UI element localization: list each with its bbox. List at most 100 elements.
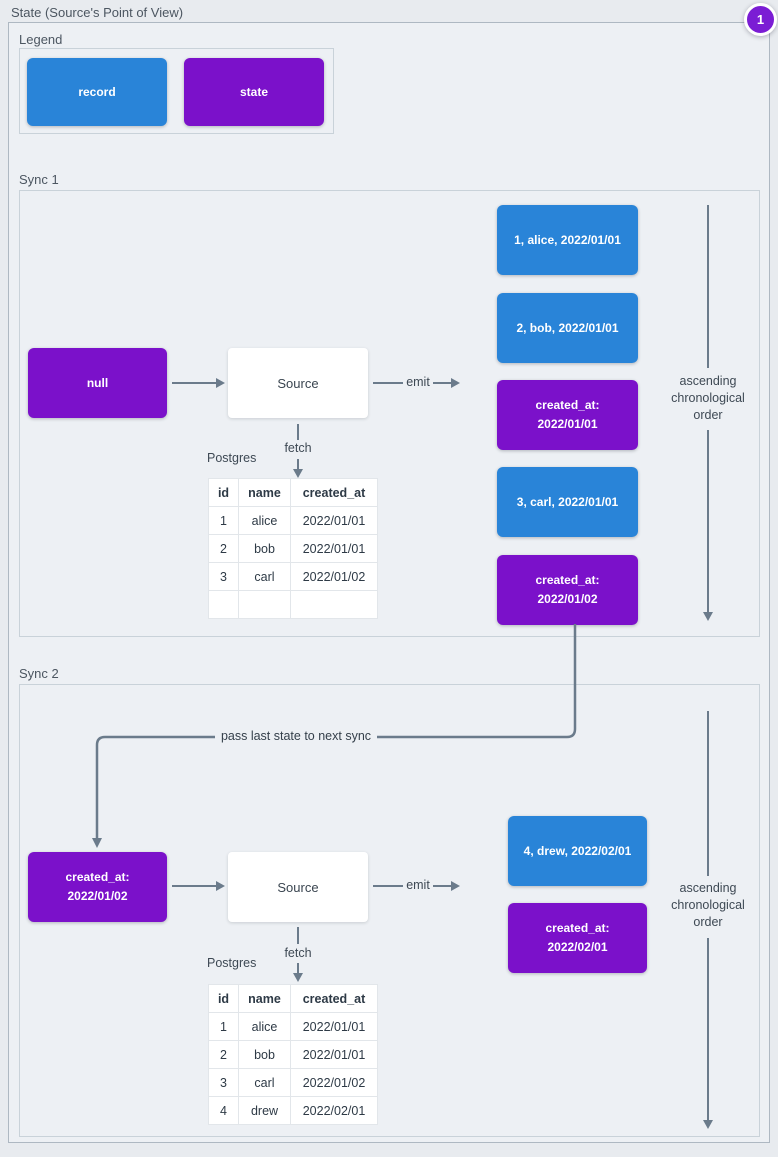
- sync1-order-note: ascending chronological order: [656, 373, 760, 424]
- order-note-line1: ascending: [679, 881, 737, 895]
- cell-id: 2: [208, 534, 239, 563]
- cell-id: 1: [208, 506, 239, 535]
- cell-name: carl: [238, 562, 291, 591]
- col-header-created-at: created_at: [290, 478, 378, 507]
- cell-created-at: 2022/01/01: [290, 506, 378, 535]
- order-note-line2: chronological: [671, 898, 745, 912]
- sync2-order-line-top: [707, 711, 709, 876]
- order-note-line2: chronological: [671, 391, 745, 405]
- cell-name: drew: [238, 1096, 291, 1125]
- sync1-order-line-bottom: [707, 430, 709, 612]
- legend-record-text: record: [78, 84, 116, 99]
- sync1-input-state-box: null: [28, 348, 167, 418]
- step-badge: 1: [744, 3, 777, 36]
- cell-created-at: 2022/02/01: [290, 1096, 378, 1125]
- state-text-line2: 2022/02/01: [547, 940, 608, 954]
- sync1-source-box: Source: [228, 348, 368, 418]
- table-row: 2 bob 2022/01/01: [208, 1040, 378, 1069]
- sync2-db-label: Postgres: [207, 956, 257, 970]
- state-text-line2: 2022/01/01: [537, 417, 598, 431]
- sync2-fetch-arrowhead-icon: [293, 973, 303, 982]
- table-row: 1 alice 2022/01/01: [208, 1012, 378, 1041]
- table-row: 1 alice 2022/01/01: [208, 506, 378, 535]
- cell-name: bob: [238, 534, 291, 563]
- sync1-emitted-record-1: 1, alice, 2022/01/01: [497, 205, 638, 275]
- state-text-line1: created_at:: [65, 870, 130, 884]
- state-text-line1: created_at:: [545, 921, 610, 935]
- table-row: 3 carl 2022/01/02: [208, 562, 378, 591]
- sync2-order-arrowhead-icon: [703, 1120, 713, 1129]
- sync1-emit-line-right: [433, 382, 451, 384]
- sync2-emitted-state-1: created_at: 2022/02/01: [508, 903, 647, 973]
- sync1-fetch-line-top: [297, 424, 299, 440]
- order-note-line3: order: [693, 915, 723, 929]
- record-text: 1, alice, 2022/01/01: [514, 232, 621, 247]
- cell-id: 2: [208, 1040, 239, 1069]
- state-text-line1: created_at:: [535, 573, 600, 587]
- cell-created-at: 2022/01/01: [290, 1040, 378, 1069]
- col-header-created-at: created_at: [290, 984, 378, 1013]
- cell-id: 1: [208, 1012, 239, 1041]
- record-text: 4, drew, 2022/02/01: [523, 843, 632, 858]
- table-row: 3 carl 2022/01/02: [208, 1068, 378, 1097]
- col-header-name: name: [238, 984, 291, 1013]
- cell-id: [208, 590, 239, 619]
- table-row-empty: [208, 590, 378, 619]
- sync1-fetch-label: fetch: [284, 441, 312, 455]
- cell-created-at: [290, 590, 378, 619]
- sync1-db-label: Postgres: [207, 451, 257, 465]
- cell-created-at: 2022/01/02: [290, 1068, 378, 1097]
- state-text-line2: 2022/01/02: [537, 592, 598, 606]
- state-text-line2: 2022/01/02: [67, 889, 128, 903]
- cell-name: [238, 590, 291, 619]
- sync2-postgres-table: id name created_at 1 alice 2022/01/01 2 …: [208, 984, 378, 1125]
- table-row: 2 bob 2022/01/01: [208, 534, 378, 563]
- cell-id: 3: [208, 1068, 239, 1097]
- sync1-label: Sync 1: [19, 172, 59, 187]
- record-text: 2, bob, 2022/01/01: [516, 320, 619, 335]
- sync1-emit-line-left: [373, 382, 403, 384]
- sync2-emit-line-right: [433, 885, 451, 887]
- cell-name: carl: [238, 1068, 291, 1097]
- table-header-row: id name created_at: [208, 478, 378, 507]
- sync1-order-arrowhead-icon: [703, 612, 713, 621]
- cell-created-at: 2022/01/01: [290, 534, 378, 563]
- sync2-source-box: Source: [228, 852, 368, 922]
- legend-state-text: state: [239, 84, 268, 99]
- legend-box: [19, 48, 334, 134]
- sync2-emit-arrowhead-icon: [451, 881, 460, 891]
- legend-record-box: record: [27, 58, 167, 126]
- state-text-line1: created_at:: [535, 398, 600, 412]
- sync1-emit-label: emit: [406, 375, 430, 389]
- cell-id: 4: [208, 1096, 239, 1125]
- sync2-fetch-label: fetch: [284, 946, 312, 960]
- cell-created-at: 2022/01/02: [290, 562, 378, 591]
- sync2-input-state-box: created_at: 2022/01/02: [28, 852, 167, 922]
- sync1-source-text: Source: [277, 375, 319, 391]
- sync1-order-line-top: [707, 205, 709, 368]
- sync1-emit-arrowhead-icon: [451, 378, 460, 388]
- sync2-order-note: ascending chronological order: [656, 880, 760, 931]
- sync1-fetch-arrowhead-icon: [293, 469, 303, 478]
- sync1-input-state-text: null: [86, 375, 109, 390]
- sync2-order-line-bottom: [707, 938, 709, 1120]
- table-header-row: id name created_at: [208, 984, 378, 1013]
- sync2-source-text: Source: [277, 879, 319, 895]
- sync2-fetch-line-top: [297, 927, 299, 944]
- cell-created-at: 2022/01/01: [290, 1012, 378, 1041]
- sync1-emitted-state-2: created_at: 2022/01/02: [497, 555, 638, 625]
- sync1-emitted-record-3: 3, carl, 2022/01/01: [497, 467, 638, 537]
- col-header-id: id: [208, 984, 239, 1013]
- sync1-emitted-state-1: created_at: 2022/01/01: [497, 380, 638, 450]
- sync1-postgres-table: id name created_at 1 alice 2022/01/01 2 …: [208, 478, 378, 619]
- sync2-state-to-source-line: [172, 885, 216, 887]
- sync1-emitted-record-2: 2, bob, 2022/01/01: [497, 293, 638, 363]
- col-header-id: id: [208, 478, 239, 507]
- sync2-label: Sync 2: [19, 666, 59, 681]
- page-title: State (Source's Point of View): [11, 5, 184, 20]
- pass-state-label: pass last state to next sync: [215, 729, 377, 743]
- cell-name: bob: [238, 1040, 291, 1069]
- cell-name: alice: [238, 506, 291, 535]
- order-note-line3: order: [693, 408, 723, 422]
